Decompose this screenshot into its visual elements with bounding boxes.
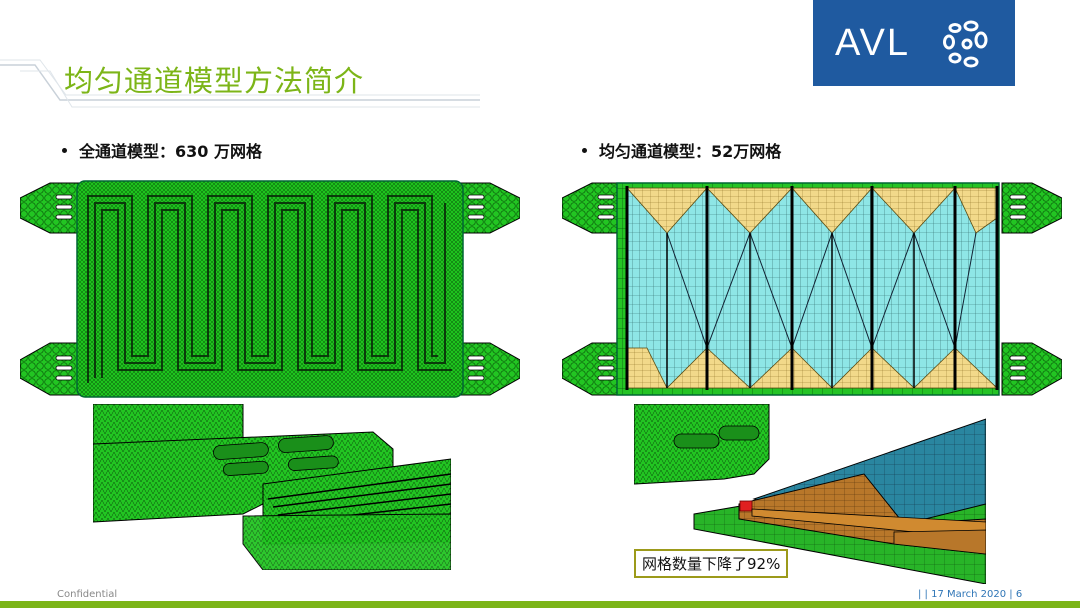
uniform-channel-mesh-image: [562, 182, 1062, 396]
avl-mark-icon: [943, 20, 988, 68]
bullet-uniform-channel-text: 均匀通道模型：52万网格: [599, 142, 782, 161]
logo-text: AVL: [835, 22, 911, 64]
bullet-full-channel-text: 全通道模型：630 万网格: [79, 142, 262, 161]
bullet-dot: [582, 148, 587, 153]
footer-date: | | 17 March 2020 | 6: [918, 589, 1023, 600]
uniform-channel-section-view: [634, 404, 986, 584]
bottom-accent-bar: [0, 601, 1080, 608]
full-channel-mesh-image: [20, 180, 520, 398]
bullet-dot: [62, 148, 67, 153]
avl-logo: AVL: [813, 0, 1015, 86]
bullet-uniform-channel: 均匀通道模型：52万网格: [582, 138, 781, 162]
page-title: 均匀通道模型方法简介: [64, 64, 365, 98]
confidential-label: Confidential: [57, 589, 118, 600]
title-decoration: [0, 59, 480, 108]
mesh-reduction-note: 网格数量下降了92%: [634, 549, 789, 578]
bullet-full-channel: 全通道模型：630 万网格: [62, 138, 262, 162]
full-channel-section-view: [93, 404, 451, 570]
